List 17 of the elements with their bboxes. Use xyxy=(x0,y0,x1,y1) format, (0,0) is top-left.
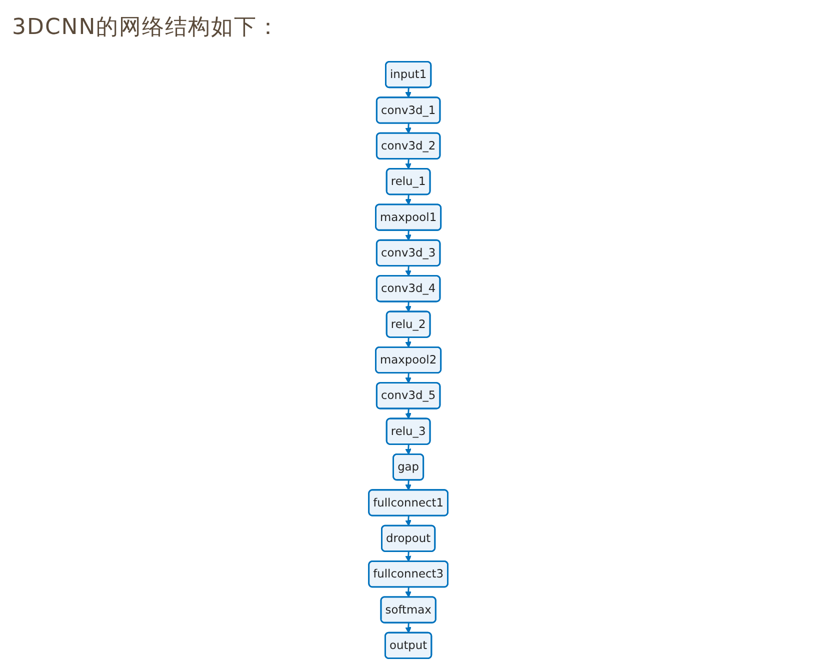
arrow xyxy=(404,88,412,98)
arrow xyxy=(404,337,412,348)
arrow xyxy=(404,230,412,241)
arrow xyxy=(404,587,412,598)
arrow xyxy=(404,516,412,526)
arrow xyxy=(404,480,412,491)
diagram-title: 3DCNN的网络结构如下： xyxy=(12,14,280,42)
arrow xyxy=(404,194,412,206)
arrow xyxy=(404,444,412,455)
arrow xyxy=(404,302,412,312)
arrow xyxy=(404,373,412,384)
arrow xyxy=(404,552,412,562)
arrow xyxy=(404,123,412,134)
arrow xyxy=(404,159,412,170)
arrow xyxy=(404,408,412,420)
arrow xyxy=(404,266,412,276)
arrow xyxy=(404,622,412,634)
